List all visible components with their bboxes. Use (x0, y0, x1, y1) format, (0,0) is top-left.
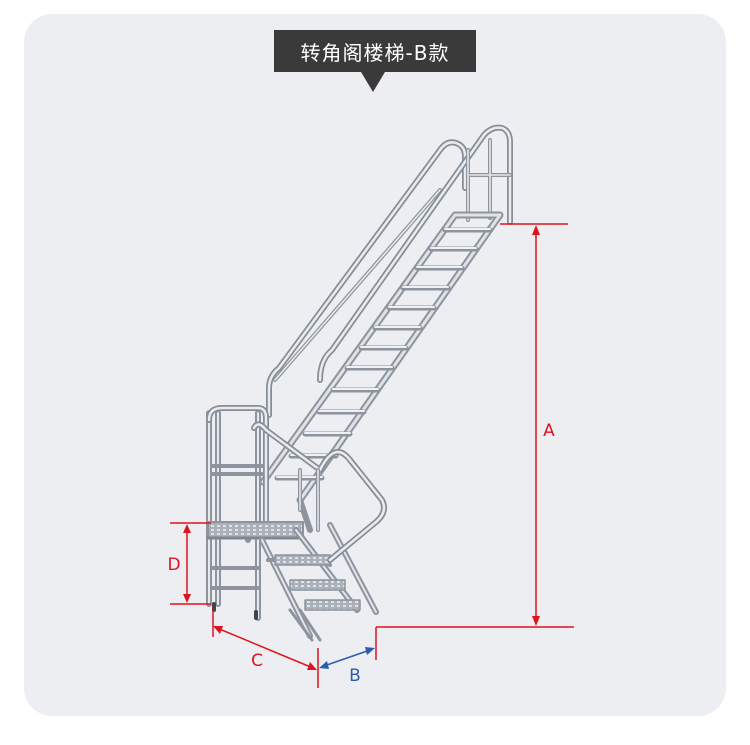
landing-platform (206, 405, 305, 621)
dimension-a-label: A (543, 421, 555, 441)
dimension-c-line (216, 627, 314, 669)
dimension-c: C (212, 610, 319, 688)
dimension-b-line (323, 649, 371, 667)
dimension-a-arrow-bottom (532, 616, 540, 626)
dimension-c-label: C (251, 651, 263, 671)
product-card (24, 14, 726, 716)
title-badge: 转角阁楼梯-B款 (274, 30, 476, 72)
dimension-d-arrow-top (183, 524, 191, 533)
dimension-d: D (167, 522, 211, 605)
dimension-c-arrow-right (307, 662, 317, 670)
dimension-b-arrow-left (319, 661, 329, 669)
dimension-d-label: D (167, 555, 180, 575)
title-text: 转角阁楼梯-B款 (300, 40, 450, 65)
left-handrail (266, 139, 468, 418)
dimension-b-arrow-right (365, 647, 375, 655)
upper-tread-highlights (276, 228, 491, 478)
dimension-d-arrow-bottom (183, 594, 191, 603)
dimension-c-arrow-left (213, 626, 223, 634)
right-handrail (317, 124, 513, 383)
dimension-b: B (319, 627, 377, 686)
lower-flight (251, 421, 387, 642)
dimension-a-arrow-top (532, 225, 540, 235)
dimension-a: A (376, 223, 574, 628)
dimension-b-label: B (349, 666, 361, 686)
title-pointer (361, 72, 385, 92)
ladder-illustration (206, 124, 513, 642)
